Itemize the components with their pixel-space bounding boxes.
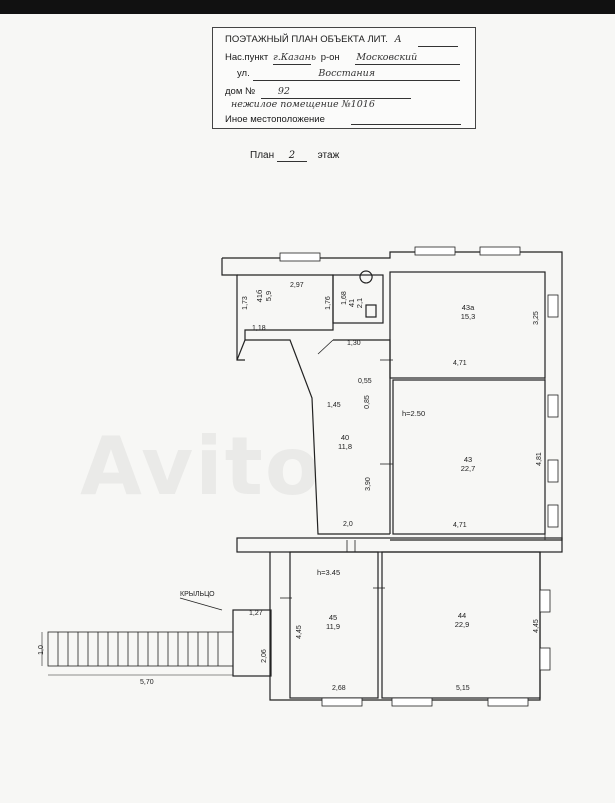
street-label: ул. (237, 68, 250, 79)
floor-value: 2 (276, 150, 307, 162)
dim-168: 1,68 (341, 291, 348, 305)
room-43a-id: 43а (462, 303, 475, 312)
other-location-label: Иное местоположение (225, 114, 325, 125)
dim-20: 2,0 (343, 521, 353, 528)
room-41-id: 41 (347, 299, 356, 307)
dim-445a: 4,45 (296, 625, 303, 639)
lit-value: А (394, 34, 402, 45)
dim-390: 3,90 (365, 477, 372, 491)
settlement-value: г.Казань (272, 52, 317, 63)
height-250: h=2.50 (402, 409, 425, 418)
room-44-id: 44 (458, 611, 466, 620)
dim-118: 1,18 (252, 325, 266, 332)
watermark: Avito (80, 420, 322, 513)
title-text: ПОЭТАЖНЫЙ ПЛАН ОБЪЕКТА ЛИТ. А (225, 34, 402, 45)
room-44-area: 22,9 (455, 620, 470, 629)
title-label: ПОЭТАЖНЫЙ ПЛАН ОБЪЕКТА ЛИТ. (225, 34, 388, 45)
dim-127: 1,27 (249, 610, 263, 617)
top-border (0, 0, 615, 14)
dim-130: 1,30 (347, 340, 361, 347)
dim-145: 1,45 (327, 402, 341, 409)
room-41-area: 2,1 (355, 298, 364, 308)
dim-570: 5,70 (140, 679, 154, 686)
dim-445b: 4,45 (533, 619, 540, 633)
district-label: р-он (320, 52, 340, 63)
plan-label: План (250, 150, 275, 161)
room-41b-id: 41б (255, 290, 264, 303)
dim-176: 1,76 (325, 296, 332, 310)
room-45-area: 11,9 (326, 622, 340, 631)
dim-173: 1,73 (242, 296, 249, 310)
dim-268: 2,68 (332, 685, 346, 692)
room-40-area: 11,8 (338, 442, 352, 451)
dim-471a: 4,71 (453, 360, 467, 367)
street-value: Восстания (318, 68, 376, 79)
dim-481: 4,81 (536, 452, 543, 466)
premises-value: нежилое помещение №1016 (231, 99, 375, 110)
house-value: 92 (277, 86, 290, 97)
dim-10: 1,0 (38, 645, 45, 655)
house-label: дом № (225, 86, 256, 97)
porch-label: КРЫЛЬЦО (180, 591, 215, 598)
title-block: ПОЭТАЖНЫЙ ПЛАН ОБЪЕКТА ЛИТ. А Нас.пункт … (212, 27, 476, 129)
dim-055: 0,55 (358, 378, 372, 385)
room-40-id: 40 (341, 433, 349, 442)
dim-515: 5,15 (456, 685, 470, 692)
room-43a-area: 15,3 (461, 312, 476, 321)
dim-297: 2,97 (290, 282, 304, 289)
room-41b-area: 5,9 (264, 291, 273, 301)
room-45-id: 45 (329, 613, 337, 622)
district-value: Московский (356, 52, 418, 63)
height-345: h=3.45 (317, 568, 340, 577)
dim-085: 0,85 (364, 395, 371, 409)
room-43-area: 22,7 (461, 464, 476, 473)
dim-471b: 4,71 (453, 522, 467, 529)
dim-206: 2,06 (261, 649, 268, 663)
settlement-label: Нас.пункт (225, 52, 269, 63)
dim-325: 3,25 (533, 311, 540, 325)
floor-label: этаж (317, 150, 340, 161)
plan-title: План 2 этаж (250, 150, 339, 162)
room-43-id: 43 (464, 455, 472, 464)
